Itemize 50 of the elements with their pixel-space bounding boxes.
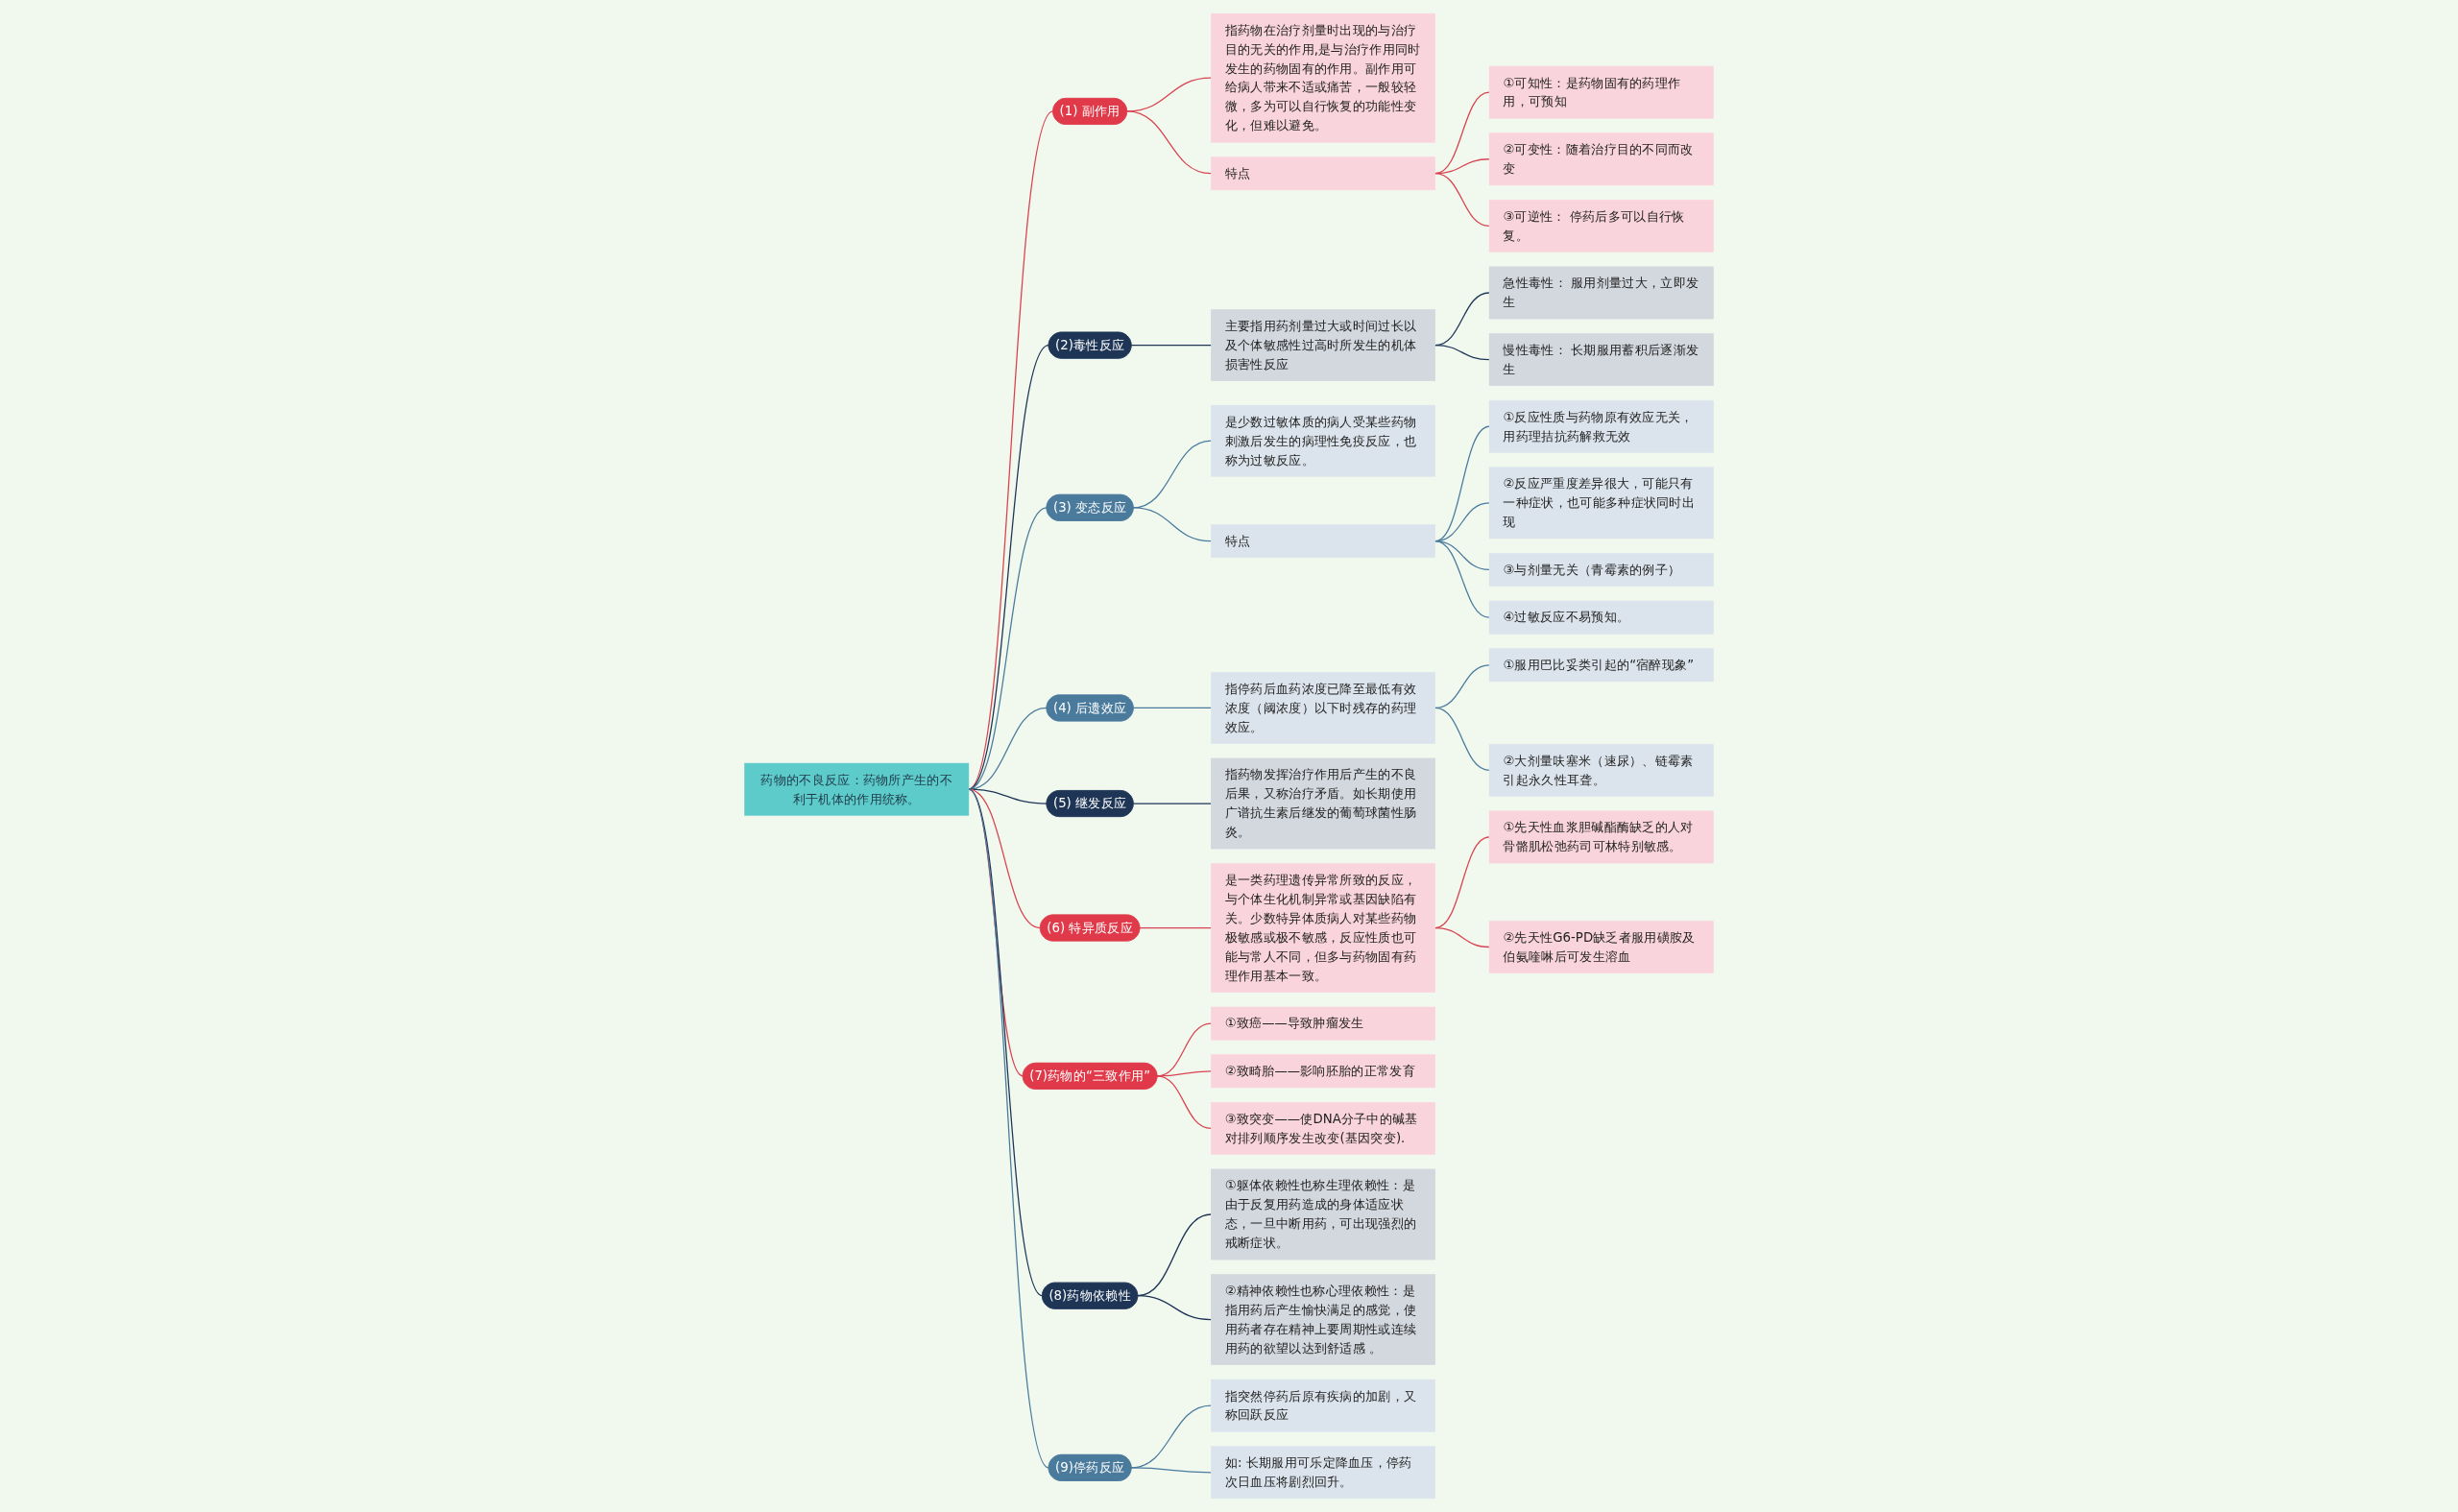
node-box: 如: 长期服用可乐定降血压，停药次日血压将剧烈回升。 (1211, 1446, 1435, 1500)
node-box: ②反应严重度差异很大，可能只有一种症状，也可能多种症状同时出现 (1488, 467, 1714, 540)
node-box: 急性毒性： 服用剂量过大，立即发生 (1488, 266, 1714, 320)
node-box: ③致突变——使DNA分子中的碱基对排列顺序发生改变(基因突变). (1211, 1102, 1435, 1155)
connector (1434, 707, 1490, 771)
node-box: 指停药后血药浓度已降至最低有效浓度（阈浓度）以下时残存的药理效应。 (1211, 672, 1435, 744)
node-box: ①致癌——导致肿瘤发生 (1211, 1006, 1435, 1041)
connector (1156, 1075, 1212, 1130)
node-box: 是少数过敏体质的病人受某些药物刺激后发生的病理性免疫反应，也称为过敏反应。 (1211, 404, 1435, 477)
node-box: 是一类药理遗传异常所致的反应，与个体生化机制异常或基因缺陷有关。少数特异体质病人对某些药物极敏感或极不敏感，反应性质也可能与常人不同，但多与药物固有药理作用基本一致。 (1211, 863, 1435, 993)
node-box: ①反应性质与药物原有效应无关，用药理拮抗药解救无效 (1488, 399, 1714, 453)
node-box: ②致畸胎——影响胚胎的正常发育 (1211, 1054, 1435, 1089)
connector (1434, 425, 1490, 542)
connector (968, 345, 1049, 790)
connector (1130, 345, 1212, 347)
node-box: 慢性毒性： 长期服用蓄积后逐渐发生 (1488, 333, 1714, 386)
node-box: 主要指用药剂量过大或时间过长以及个体敏感性过高时所发生的机体损害性反应 (1211, 309, 1435, 382)
node-box: ②精神依赖性也称心理依赖性：是指用药后产生愉快满足的感觉，使用药者存在精神上要周期性或连续用药的欲望以达到舒适感 。 (1211, 1274, 1435, 1365)
node-box: ②大剂量呋塞米（速尿）、链霉素引起永久性耳聋。 (1488, 743, 1714, 797)
node-box: 特点 (1211, 524, 1435, 559)
node-box: ④过敏反应不易预知。 (1488, 600, 1714, 635)
connector (1125, 110, 1212, 175)
node-box: ③与剂量无关（青霉素的例子） (1488, 553, 1714, 587)
node-box: ②可变性：随着治疗目的不同而改变 (1488, 132, 1714, 186)
connector (1137, 1295, 1212, 1321)
connector (1156, 1070, 1212, 1077)
node-box: 指药物发挥治疗作用后产生的不良后果，又称治疗矛盾。如长期使用广谱抗生素后继发的葡萄球菌性肠炎。 (1211, 757, 1435, 850)
connector (1434, 926, 1490, 948)
connector (1434, 836, 1490, 929)
node-box: ②先天性G6-PD缺乏者服用磺胺及伯氨喹啉后可发生溶血 (1488, 921, 1714, 973)
node-box: 指突然停药后原有疾病的加剧，又称回跃反应 (1211, 1379, 1435, 1432)
node-box: 指药物在治疗剂量时出现的与治疗目的无关的作用,是与治疗作用同时发生的药物固有的作用。副作用可给病人带来不适或痛苦，一般较轻微，多为可以自行恢复的功能性变化，但难以避免。 (1211, 12, 1435, 143)
node-box: 药物的不良反应：药物所产生的不利于机体的作用统称。 (744, 762, 970, 816)
connector (1434, 173, 1490, 227)
connector (1132, 707, 1212, 709)
connector (1434, 345, 1490, 361)
node-box: ①可知性：是药物固有的药理作用，可预知 (1488, 65, 1714, 119)
connector (1156, 1022, 1212, 1077)
connector (968, 110, 1054, 790)
node-box: ①服用巴比妥类引起的“宿醉现象” (1488, 648, 1714, 683)
connector (1132, 507, 1212, 542)
connector (968, 507, 1048, 790)
connector (1139, 926, 1212, 929)
node-box: 特点 (1211, 156, 1435, 191)
node-box: ③可逆性： 停药后多可以自行恢复。 (1488, 200, 1714, 252)
connector (1132, 803, 1212, 804)
connector (1130, 1467, 1212, 1474)
connector (1434, 540, 1490, 618)
node-box: ①躯体依赖性也称生理依赖性：是由于反复用药造成的身体适应状态，一旦中断用药，可出现强烈的戒断症状。 (1211, 1168, 1435, 1260)
node-box: ①先天性血浆胆碱酯酶缺乏的人对骨骼肌松弛药司可林特别敏感。 (1488, 810, 1714, 864)
